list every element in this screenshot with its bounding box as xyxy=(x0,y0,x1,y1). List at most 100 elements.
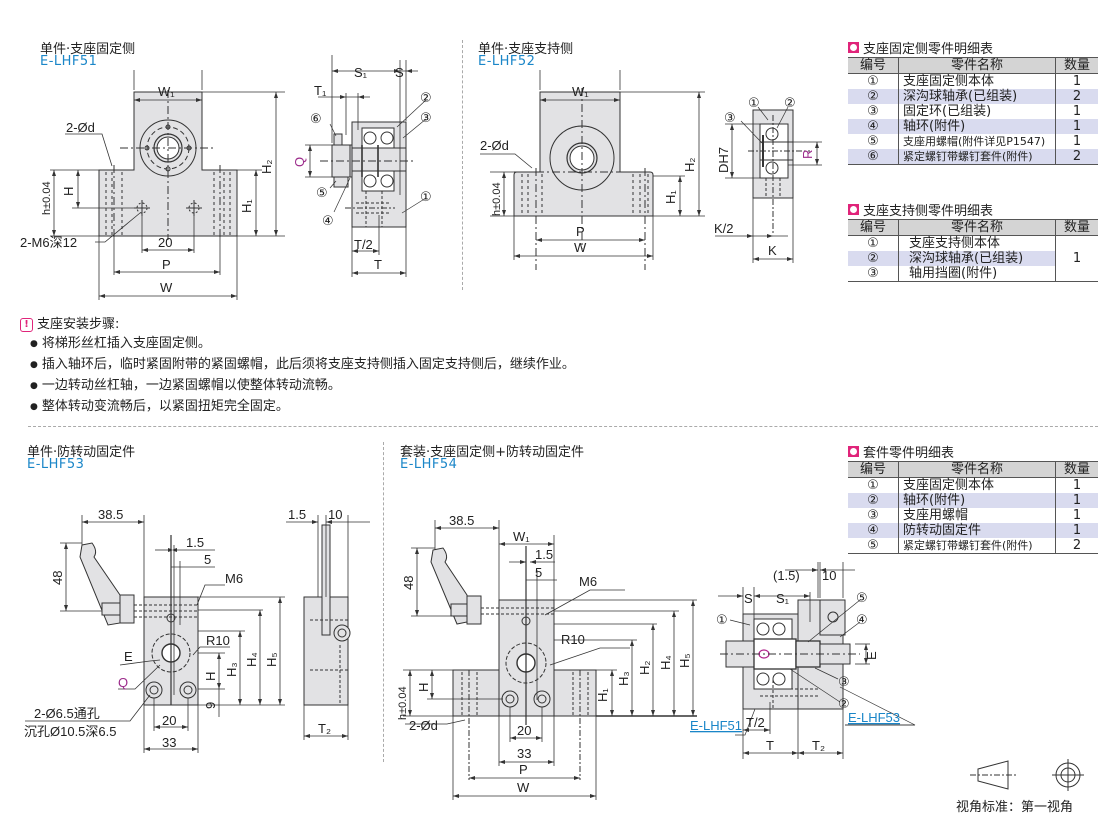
first-angle-projection-symbol xyxy=(970,759,1084,791)
dim-s1: S₁ xyxy=(354,65,368,80)
dim-2-od: 2-Ød xyxy=(66,120,95,135)
callout-5: ⑤ xyxy=(316,185,328,200)
dim-h: H xyxy=(61,187,76,196)
hole-spec-2: 沉孔Ø10.5深6.5 xyxy=(24,724,117,739)
col-qty: 数量 xyxy=(1055,57,1098,74)
dim-h3: H₃ xyxy=(616,671,631,686)
callout-1: ① xyxy=(748,95,760,110)
table-title: 套件零件明细表 xyxy=(863,446,955,461)
lhf54-title: 套装·支座固定侧+防转动固定件 xyxy=(400,445,585,460)
callout-3: ③ xyxy=(838,674,850,689)
dim-side-1-5: 1.5 xyxy=(288,507,306,522)
dim-48: 48 xyxy=(50,571,65,585)
section-divider-vertical-bottom xyxy=(383,442,384,762)
dim-p: P xyxy=(519,762,528,777)
shared-qty: 1 xyxy=(1055,235,1098,282)
lhf54-front-drawing: 38.5 W₁ 1.5 5 48 M6 R10 H h±0.04 H₁ H₃ H… xyxy=(397,513,697,800)
lhf54-code: E-LHF54 xyxy=(400,457,458,472)
lhf51-code: E-LHF51 xyxy=(40,54,98,69)
dim-w1: W₁ xyxy=(572,84,589,99)
dim-h5: H₅ xyxy=(264,652,279,667)
section-divider-horizontal xyxy=(28,426,1098,427)
ref-lhf51: E-LHF51 xyxy=(690,718,742,733)
dim-h5: H₅ xyxy=(677,653,692,668)
dim-s: S xyxy=(395,65,404,80)
dim-t2: T₂ xyxy=(812,738,825,753)
dim-20: 20 xyxy=(517,723,531,738)
dim-w: W xyxy=(574,240,587,255)
callout-6: ⑥ xyxy=(310,111,322,126)
note-item: 插入轴环后，临时紧固附带的紧固螺帽，此后须将支座支持侧插入固定支持侧后，继续作业… xyxy=(30,355,575,376)
circle-marker-icon xyxy=(848,446,859,457)
dim-k-half: K/2 xyxy=(714,221,734,236)
dim-33: 33 xyxy=(517,746,531,761)
col-name: 零件名称 xyxy=(898,219,1056,236)
dim-h2: H₂ xyxy=(682,158,697,172)
dim-h1: H₁ xyxy=(595,688,610,702)
section-divider-vertical-top xyxy=(462,40,463,290)
dim-20: 20 xyxy=(162,713,176,728)
col-name: 零件名称 xyxy=(898,461,1056,478)
dim-20: 20 xyxy=(158,235,172,250)
dim-2-od: 2-Ød xyxy=(480,138,509,153)
lhf51-side-drawing: S₁ S T₁ Q T/2 T ② ③ ① ⑥ ⑤ ④ xyxy=(292,55,432,277)
dim-m6: M6 xyxy=(579,574,597,589)
dim-33: 33 xyxy=(162,735,176,750)
lhf53-drawing: 38.5 48 1.5 5 M6 R10 E Q H 9 H₃ H₄ H₅ 2-… xyxy=(24,507,370,753)
dim-h: H xyxy=(203,672,218,681)
dim-t2: T₂ xyxy=(318,721,331,736)
dim-38-5: 38.5 xyxy=(449,513,474,528)
dim-5: 5 xyxy=(535,565,542,580)
col-qty: 数量 xyxy=(1055,219,1098,236)
lhf52-side-drawing: ① ② ③ DH7 R K/2 K xyxy=(714,95,822,263)
dim-t: T xyxy=(766,738,774,753)
circle-marker-icon xyxy=(848,204,859,215)
circle-marker-icon xyxy=(848,42,859,53)
dim-t1: T₁ xyxy=(314,83,327,98)
col-no: 编号 xyxy=(848,461,899,478)
table-title: 支座支持侧零件明细表 xyxy=(863,204,994,219)
dim-p: P xyxy=(162,257,171,272)
dim-h1: H₁ xyxy=(239,199,254,213)
ref-lhf53: E-LHF53 xyxy=(848,710,900,725)
lhf51-body xyxy=(98,91,238,237)
dim-w1: W₁ xyxy=(158,84,175,99)
dim-h2: H₂ xyxy=(259,160,274,174)
callout-1: ① xyxy=(716,612,728,627)
dim-q: Q xyxy=(292,157,307,167)
dim-h: H xyxy=(416,683,431,692)
note-item: 将梯形丝杠插入支座固定侧。 xyxy=(30,334,575,355)
note-item: 整体转动变流畅后，以紧固扭矩完全固定。 xyxy=(30,397,575,418)
dim-h-tol: h±0.04 xyxy=(41,181,53,215)
dim-h-tol: h±0.04 xyxy=(491,182,503,216)
callout-2: ② xyxy=(838,696,850,711)
warning-icon: ! xyxy=(20,317,33,332)
installation-notes: !支座安装步骤: 将梯形丝杠插入支座固定侧。 插入轴环后，临时紧固附带的紧固螺帽… xyxy=(20,315,575,418)
lhf52-front-drawing: W₁ 2-Ød h±0.04 H₁ H₂ P W xyxy=(480,70,705,270)
lhf52-title: 单件·支座支持侧 xyxy=(478,42,574,57)
dim-t-half: T/2 xyxy=(746,715,765,730)
dim-h-tol: h±0.04 xyxy=(397,686,409,720)
dim-w: W xyxy=(160,280,173,295)
callout-5: ⑤ xyxy=(856,590,868,605)
dim-s1: S₁ xyxy=(776,591,790,606)
lhf53-title: 单件·防转动固定件 xyxy=(27,445,136,460)
dim-w: W xyxy=(517,780,530,795)
dim-1-5: 1.5 xyxy=(186,535,204,550)
dim-t-half: T/2 xyxy=(354,237,373,252)
callout-1: ① xyxy=(420,189,432,204)
note-item: 一边转动丝杠轴，一边紧固螺帽以使整体转动流畅。 xyxy=(30,376,575,397)
dim-e: E xyxy=(864,651,879,660)
lhf51-title: 单件·支座固定侧 xyxy=(40,42,136,57)
